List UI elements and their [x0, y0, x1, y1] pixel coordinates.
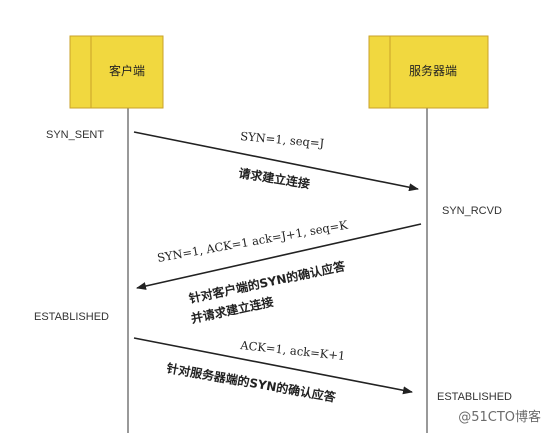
server-label: 服务器端: [409, 63, 457, 78]
server-box: 服务器端: [368, 35, 489, 109]
syn-arrow: [133, 131, 419, 192]
client-label: 客户端: [109, 63, 145, 78]
client-state-established: ESTABLISHED: [34, 311, 109, 323]
ack-header: ACK=1, ack=K+1: [239, 338, 346, 363]
client-state-syn-sent: SYN_SENT: [46, 129, 104, 141]
message-ack: ACK=1, ack=K+1 针对服务器端的SYN的确认应答: [133, 337, 413, 405]
ack-description: 针对服务器端的SYN的确认应答: [165, 360, 337, 405]
syn-ack-header: SYN=1, ACK=1 ack=J+1, seq=K: [156, 218, 349, 265]
ack-arrow: [133, 337, 413, 395]
syn-header: SYN=1, seq=J: [240, 129, 325, 150]
watermark: @51CTO博客: [458, 410, 541, 425]
message-syn: SYN=1, seq=J 请求建立连接: [133, 129, 419, 192]
message-syn-ack: SYN=1, ACK=1 ack=J+1, seq=K 针对客户端的SYN的确认…: [136, 218, 422, 326]
server-state-syn-rcvd: SYN_RCVD: [442, 205, 502, 217]
client-box: 客户端: [69, 35, 164, 109]
server-state-established: ESTABLISHED: [437, 391, 512, 403]
syn-description: 请求建立连接: [238, 165, 311, 191]
syn-ack-arrow: [136, 223, 422, 290]
